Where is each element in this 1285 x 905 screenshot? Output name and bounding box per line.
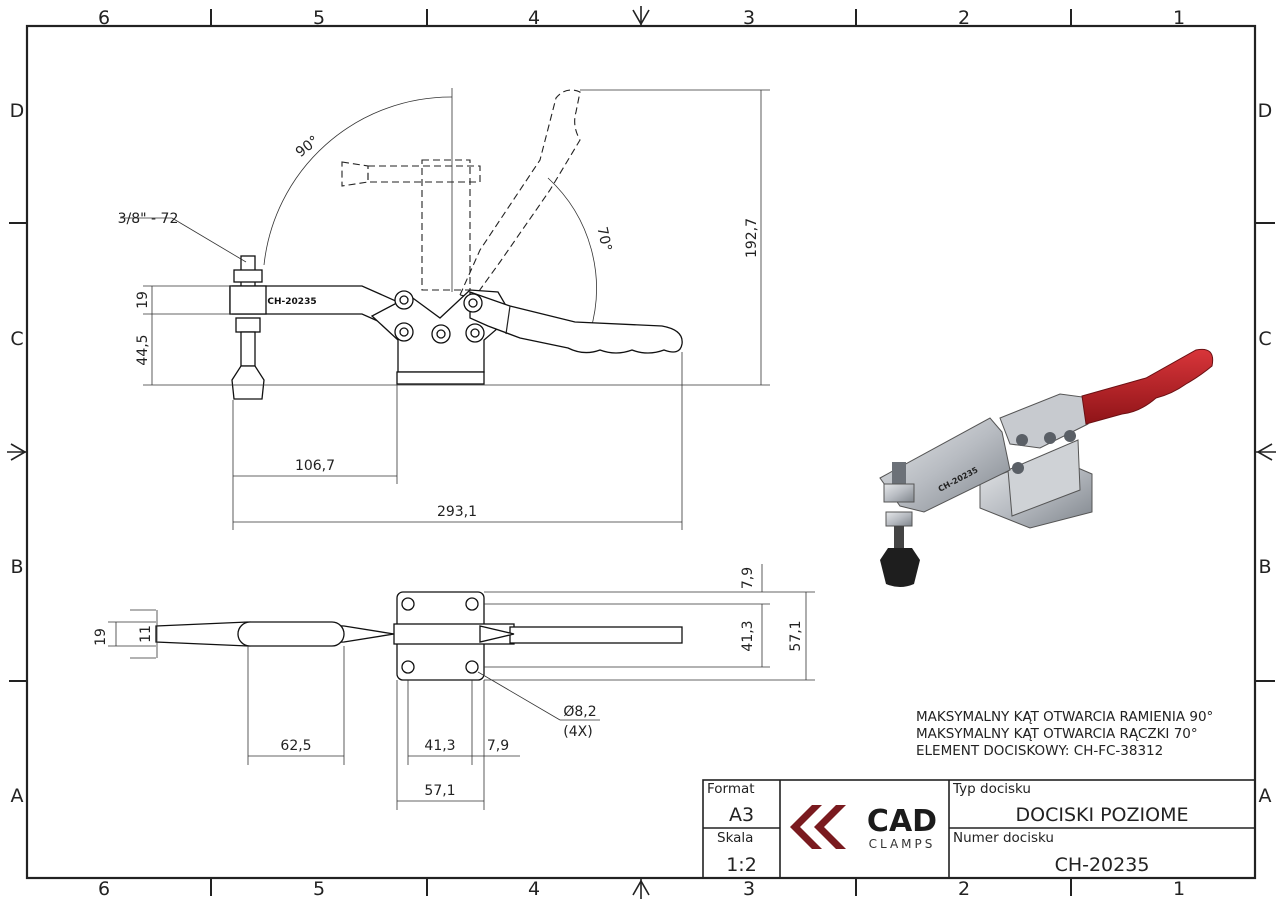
dim-base-length: 57,1 [424,783,455,799]
note-handle-angle: MAKSYMALNY KĄT OTWARCIA RĄCZKI 70° [916,726,1198,742]
side-dimension-lines [120,89,770,530]
plan-dimension-lines [108,564,815,810]
format-value: A3 [728,804,755,826]
zone-col-4-bottom: 4 [528,878,540,900]
zone-labels: 6 5 4 3 2 1 6 5 4 3 2 1 D C B A D C B A [10,7,1273,900]
zone-row-a-right: A [1259,785,1272,807]
dim-plan-base-width: 57,1 [788,620,804,651]
type-label: Typ docisku [953,781,1031,797]
dim-handle-length: 62,5 [280,738,311,754]
dim-total-height: 192,7 [744,218,760,258]
logo-word: CAD [867,804,937,839]
dim-total-length: 293,1 [437,504,477,520]
plan-mounting-holes [401,597,479,674]
zone-row-a-left: A [11,785,24,807]
dim-height-top: 19 [135,291,151,309]
zone-row-b-right: B [1258,556,1271,578]
render-spindle-tip [880,548,920,587]
number-value: CH-20235 [1054,854,1150,876]
dim-plan-width-inner: 11 [138,625,154,643]
zone-row-d-right: D [1258,100,1273,122]
zone-row-c-left: C [10,328,23,350]
handle-angle-arc [547,177,597,333]
open-position-outline [341,89,581,299]
title-block [702,779,1256,879]
zone-col-6-bottom: 6 [98,878,110,900]
arm-angle-label: 90° [293,133,322,161]
dim-base-hole-spacing: 41,3 [424,738,455,754]
dim-height-lower: 44,5 [135,334,151,365]
logo-mark [790,805,846,849]
type-value: DOCISKI POZIOME [1015,804,1189,826]
dim-plan-hole-spacing: 41,3 [740,620,756,651]
clamp-base [396,371,485,385]
zone-col-2-bottom: 2 [958,878,970,900]
plan-arm [509,626,683,644]
scale-value: 1:2 [726,854,757,876]
zone-col-2-top: 2 [958,7,970,29]
note-clamp-element: ELEMENT DOCISKOWY: CH-FC-38312 [916,743,1164,759]
dim-base-edge: 7,9 [487,738,509,754]
arm-angle-arc [263,96,453,266]
render-handle-grip [1081,348,1214,425]
spindle [231,255,265,400]
number-label: Numer docisku [953,830,1054,846]
center-markers [7,6,1276,899]
handle [469,291,683,354]
zone-col-1-bottom: 1 [1173,878,1185,900]
zone-col-3-top: 3 [743,7,755,29]
side-view: 90° 70° CH-20235 [118,88,770,530]
notes: MAKSYMALNY KĄT OTWARCIA RAMIENIA 90° MAK… [916,709,1213,760]
note-arm-angle: MAKSYMALNY KĄT OTWARCIA RAMIENIA 90° [916,709,1214,725]
pivot-pins [394,290,485,344]
format-label: Format [707,781,755,797]
dim-hole-dia: Ø8,2 [563,704,596,720]
zone-col-6-top: 6 [98,7,110,29]
dim-plan-edge: 7,9 [740,567,756,589]
zone-ticks [9,9,1275,896]
dim-hole-count: (4X) [563,724,592,740]
dim-reach: 106,7 [295,458,335,474]
arm-marking-side: CH-20235 [267,297,316,307]
plan-view: 19 11 7,9 41,3 57,1 Ø8,2 (4X) 62,5 41,3 … [93,564,815,810]
zone-row-b-left: B [10,556,23,578]
handle-angle-label: 70° [594,225,615,253]
dim-plan-width-outer: 19 [93,628,109,646]
zone-col-4-top: 4 [528,7,540,29]
zone-col-3-bottom: 3 [743,878,755,900]
zone-col-5-bottom: 5 [313,878,325,900]
scale-label: Skala [717,830,754,846]
isometric-render: CH-20235 [879,348,1214,587]
logo-sub: CLAMPS [869,837,936,851]
zone-row-d-left: D [10,100,25,122]
zone-col-5-top: 5 [313,7,325,29]
zone-row-c-right: C [1258,328,1271,350]
render-pins [1012,430,1076,474]
zone-col-1-top: 1 [1173,7,1185,29]
thread-callout: 3/8" - 72 [118,211,179,227]
